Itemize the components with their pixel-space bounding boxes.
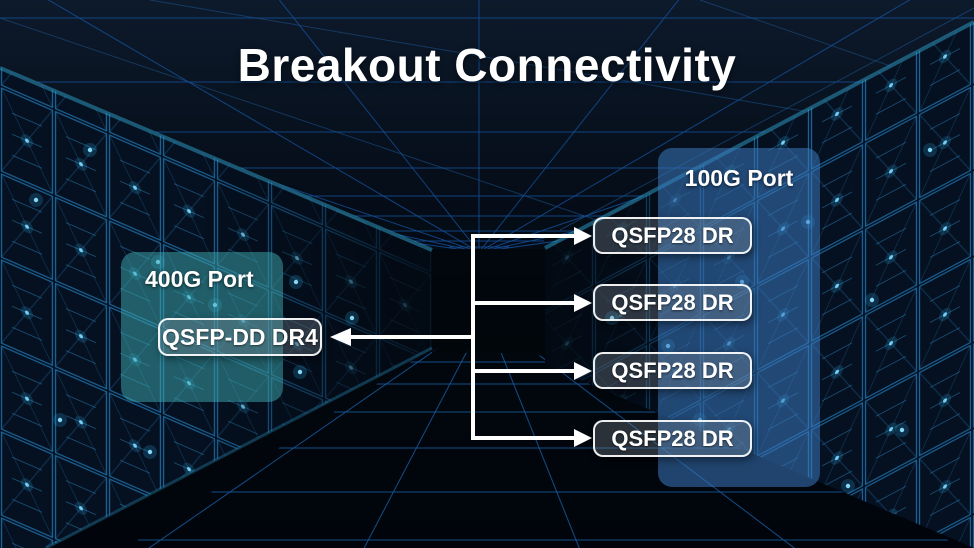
module-qsfp28-dr-3: QSFP28 DR	[593, 352, 752, 389]
port-label-100g: 100G Port	[684, 165, 794, 191]
module-qsfp28-dr-4: QSFP28 DR	[593, 420, 752, 457]
page-title: Breakout Connectivity	[237, 39, 737, 91]
module-qsfp28-dr-2: QSFP28 DR	[593, 284, 752, 321]
corridor-end	[432, 249, 545, 353]
port-label-400g: 400G Port	[145, 266, 254, 292]
port-panel-100g	[658, 148, 820, 487]
module-qsfp-dd-dr4: QSFP-DD DR4	[158, 318, 322, 356]
port-panel-400g	[121, 252, 283, 402]
module-qsfp28-dr-1: QSFP28 DR	[593, 217, 752, 254]
